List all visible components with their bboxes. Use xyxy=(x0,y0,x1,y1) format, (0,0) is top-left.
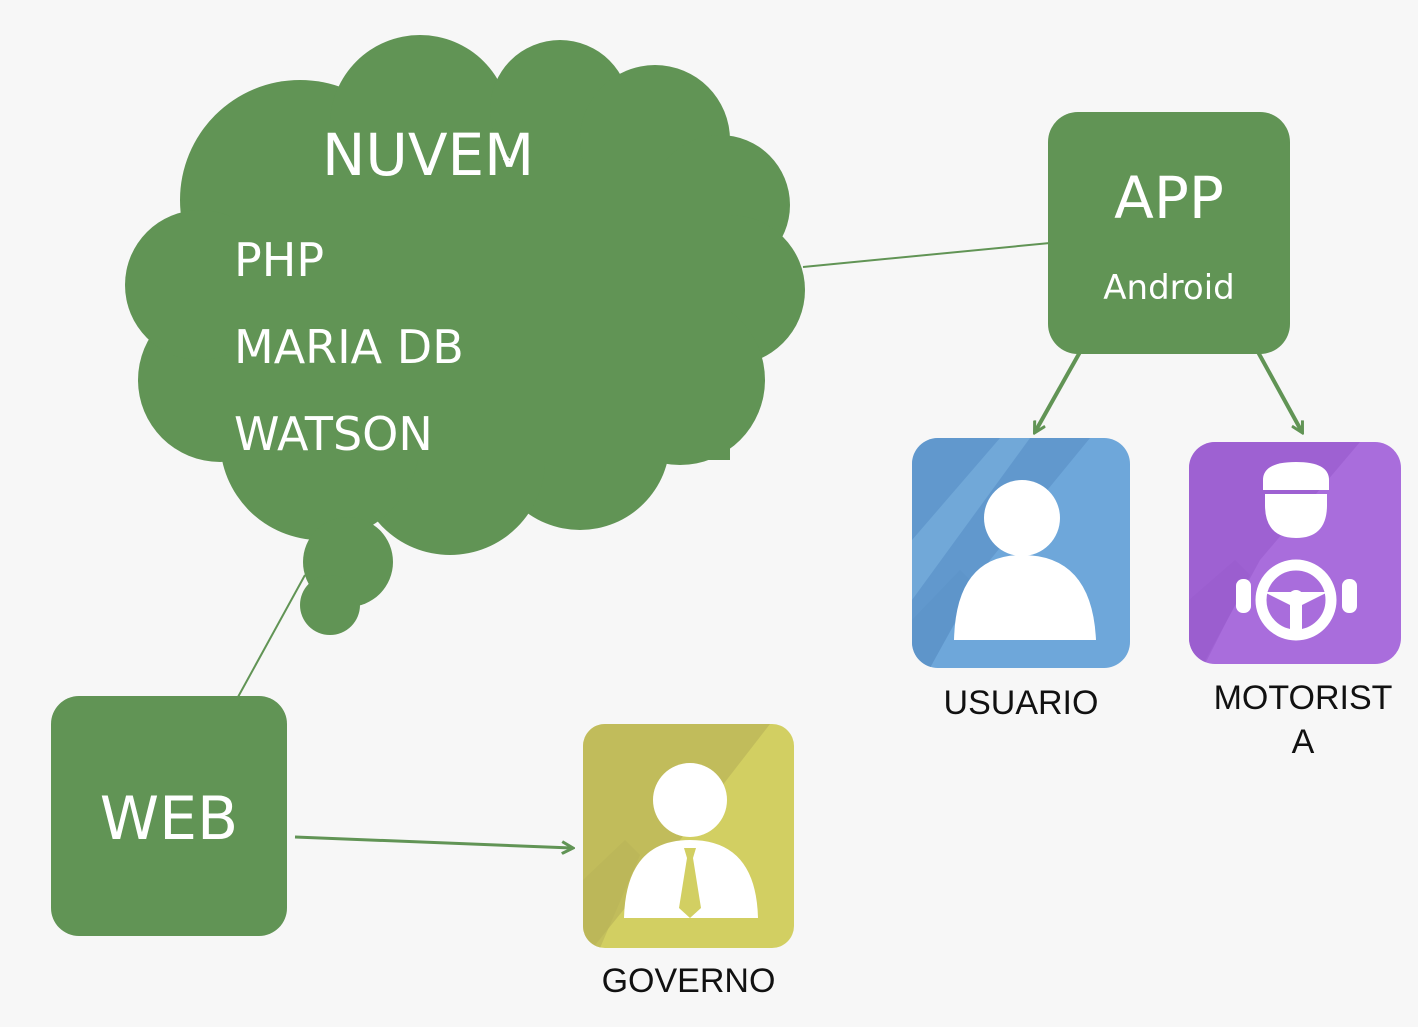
usuario-label: USUARIO xyxy=(943,684,1099,722)
app-title: APP xyxy=(1114,164,1224,232)
motorista-label-line2: A xyxy=(1291,723,1315,761)
cloud-title: NUVEM xyxy=(322,121,535,189)
cloud-item-mariadb: MARIA DB xyxy=(234,320,464,374)
cloud-web-connector xyxy=(237,574,306,698)
web-governo-arrow xyxy=(294,835,572,848)
cloud-shape xyxy=(125,35,805,635)
app-usuario-arrow xyxy=(1035,351,1082,432)
user-icon xyxy=(912,438,1130,668)
governo-label: GOVERNO xyxy=(601,962,776,1000)
app-box xyxy=(1048,112,1290,354)
cloud-item-php: PHP xyxy=(234,233,325,287)
motorista-label-line1: MOTORIST xyxy=(1213,679,1393,717)
web-box xyxy=(51,696,287,936)
driver-icon xyxy=(1189,442,1401,664)
government-user-icon xyxy=(583,724,794,948)
app-motorista-arrow xyxy=(1256,351,1302,432)
cloud-app-connector xyxy=(802,242,1051,268)
cloud-item-watson: WATSON xyxy=(234,407,433,461)
app-subtitle: Android xyxy=(1103,268,1235,308)
web-title: WEB xyxy=(99,784,239,854)
